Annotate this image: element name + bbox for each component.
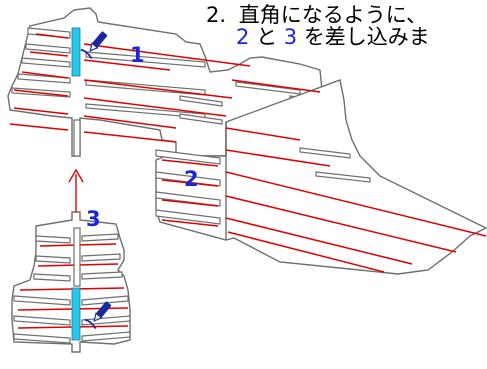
part-3-label: 3 (86, 207, 101, 231)
instruction-insert: を差し込みま (304, 25, 430, 49)
part-1-label: 1 (130, 43, 145, 67)
instruction-text: 2. 直角になるように、 2 と 3 を差し込みま (206, 3, 430, 49)
rib-lines (9, 33, 487, 273)
instruction-step: 2. (206, 3, 226, 27)
part-2-piece (155, 79, 487, 275)
pencil-icon (80, 31, 108, 60)
part-3-slit (71, 287, 81, 341)
arrow-up-icon (68, 168, 84, 212)
svg-text:2. 直角になるように、: 2. 直角になるように、 (206, 3, 427, 27)
svg-text:2 と 3 を差し込みま: 2 と 3 を差し込みま (236, 25, 430, 49)
instruction-to: と (256, 25, 277, 49)
instruction-ref-2: 2 (236, 25, 249, 49)
instruction-ref-3: 3 (284, 25, 297, 49)
part-1-slit (71, 27, 81, 77)
part-2-label: 2 (184, 167, 199, 191)
instruction-line1: 直角になるように、 (239, 3, 427, 27)
pencil-icon (84, 301, 112, 330)
part-3-piece (11, 211, 131, 353)
